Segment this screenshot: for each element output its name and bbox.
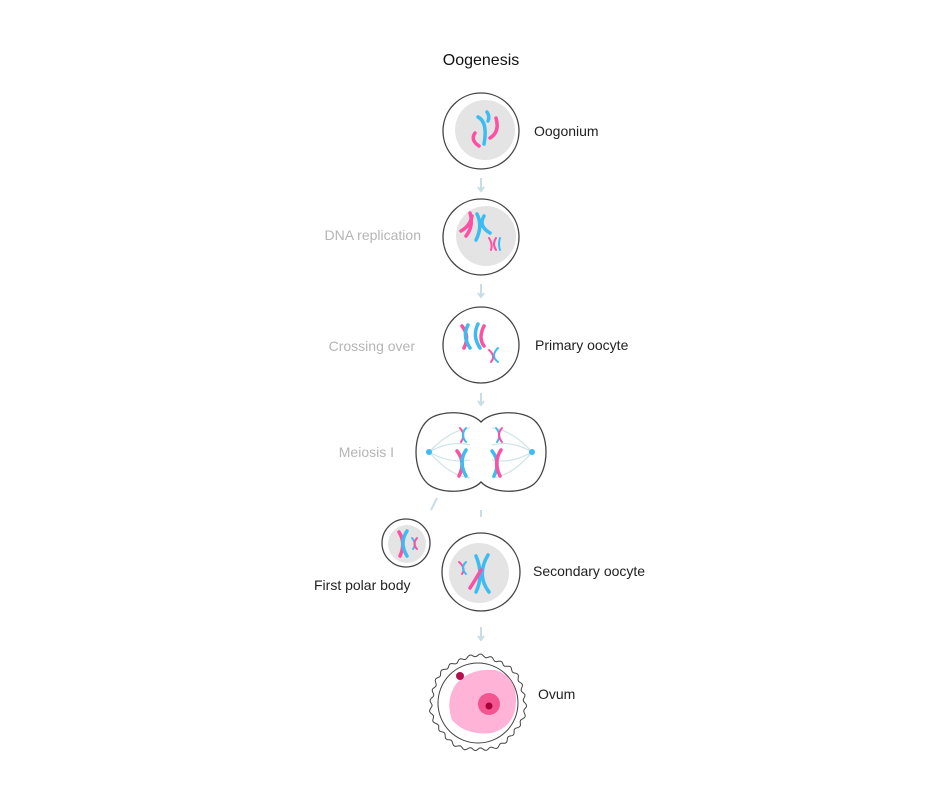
- diagram-title: Oogenesis: [443, 52, 520, 69]
- first-polar-body-cell: [381, 518, 431, 568]
- step-crossing-over: Crossing over: [329, 338, 416, 354]
- arrow-icon: [477, 178, 485, 193]
- step-meiosis-1: Meiosis I: [339, 444, 394, 460]
- arrow-icon: [430, 497, 438, 511]
- label-primary-oocyte: Primary oocyte: [535, 337, 629, 353]
- primary-oocyte-cell: [442, 306, 520, 384]
- ovum-cell: [429, 653, 528, 752]
- replicated-cell: [442, 198, 520, 276]
- label-first-polar-body: First polar body: [314, 577, 410, 593]
- arrow-icon: [477, 284, 485, 299]
- secondary-oocyte-cell: [441, 532, 521, 612]
- meiosis-cell: [415, 412, 547, 492]
- step-dna-replication: DNA replication: [325, 227, 422, 243]
- label-oogonium: Oogonium: [534, 123, 599, 139]
- arrow-icon: [477, 627, 485, 642]
- label-ovum: Ovum: [538, 686, 575, 702]
- label-secondary-oocyte: Secondary oocyte: [533, 563, 645, 579]
- oogonium-cell: [442, 92, 520, 170]
- arrow-icon: [477, 393, 485, 407]
